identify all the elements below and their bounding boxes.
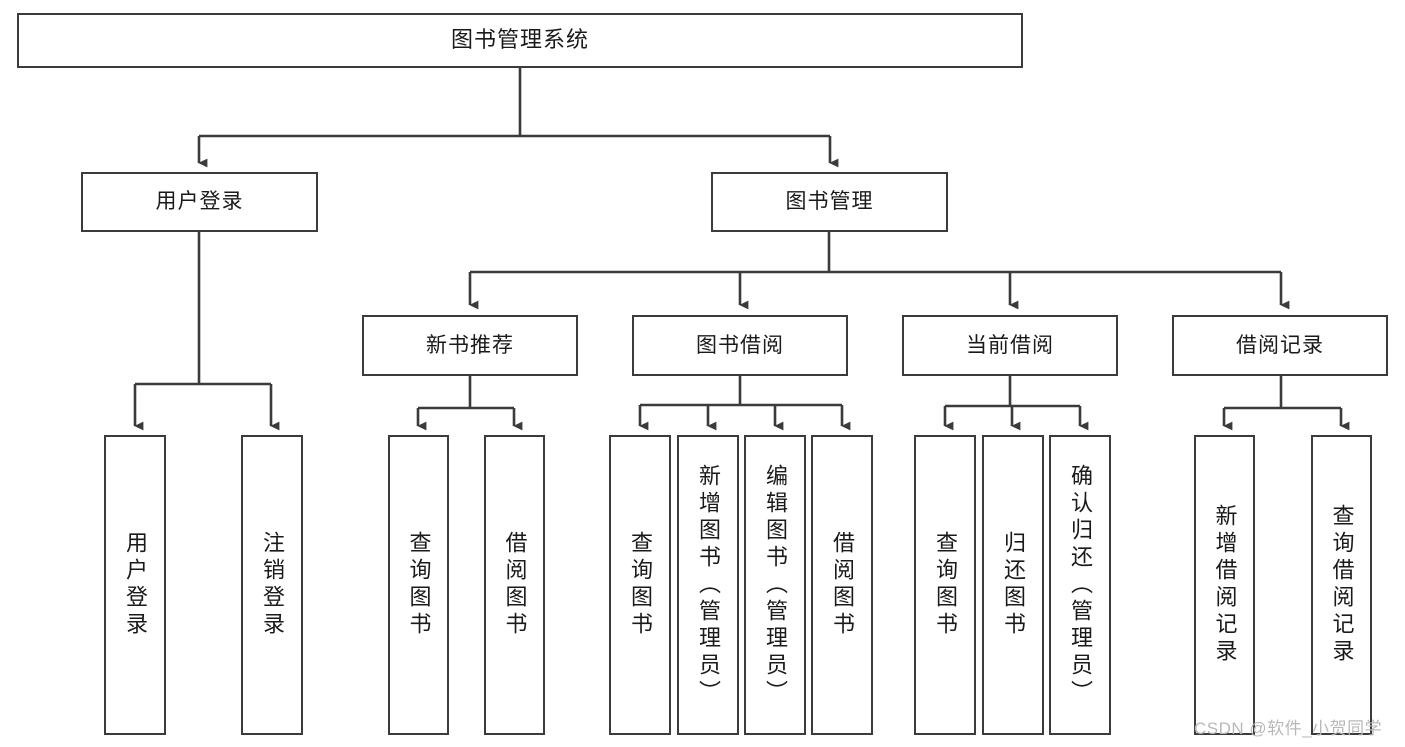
node-book-borrow[interactable]: 图书借阅: [632, 315, 848, 376]
leaf-label: 新增图书（管理员）: [696, 463, 721, 707]
leaf-label: 查询图书: [406, 531, 432, 639]
leaf-label: 用户登录: [123, 531, 148, 639]
node-book-management[interactable]: 图书管理: [711, 172, 948, 232]
node-root[interactable]: 图书管理系统: [17, 13, 1023, 68]
leaf-user-login-0[interactable]: 用户登录: [104, 435, 166, 735]
node-user-login-label: 用户登录: [155, 190, 244, 214]
leaf-user-login-1[interactable]: 注销登录: [241, 435, 303, 735]
leaf-label: 注销登录: [260, 531, 285, 639]
leaf-label: 借阅图书: [830, 531, 855, 639]
leaf-label: 编辑图书（管理员）: [763, 463, 788, 707]
leaf-label: 查询图书: [628, 531, 653, 639]
leaf-new-book-1[interactable]: 借阅图书: [484, 435, 545, 735]
leaf-label: 新增借阅记录: [1212, 504, 1238, 666]
node-user-login[interactable]: 用户登录: [81, 172, 318, 232]
node-root-label: 图书管理系统: [450, 27, 589, 53]
leaf-label: 确认归还（管理员）: [1068, 463, 1093, 707]
node-borrow-record[interactable]: 借阅记录: [1172, 315, 1388, 376]
node-book-borrow-label: 图书借阅: [696, 333, 784, 357]
leaf-current-borrow-2[interactable]: 确认归还（管理员）: [1049, 435, 1111, 735]
node-new-book-recommend-label: 新书推荐: [426, 333, 514, 357]
leaf-label: 借阅图书: [502, 531, 528, 639]
leaf-current-borrow-1[interactable]: 归还图书: [982, 435, 1044, 735]
leaf-book-borrow-0[interactable]: 查询图书: [609, 435, 671, 735]
leaf-label: 查询借阅记录: [1329, 504, 1355, 666]
node-borrow-record-label: 借阅记录: [1236, 333, 1324, 357]
node-new-book-recommend[interactable]: 新书推荐: [362, 315, 578, 376]
leaf-borrow-record-1[interactable]: 查询借阅记录: [1311, 435, 1372, 735]
leaf-current-borrow-0[interactable]: 查询图书: [914, 435, 976, 735]
node-book-management-label: 图书管理: [785, 190, 874, 214]
leaf-book-borrow-1[interactable]: 新增图书（管理员）: [677, 435, 739, 735]
leaf-label: 归还图书: [1001, 531, 1026, 639]
leaf-book-borrow-2[interactable]: 编辑图书（管理员）: [744, 435, 806, 735]
leaf-label: 查询图书: [933, 531, 958, 639]
leaf-new-book-0[interactable]: 查询图书: [388, 435, 449, 735]
leaf-book-borrow-3[interactable]: 借阅图书: [811, 435, 873, 735]
leaf-borrow-record-0[interactable]: 新增借阅记录: [1194, 435, 1255, 735]
node-current-borrow[interactable]: 当前借阅: [902, 315, 1118, 376]
node-current-borrow-label: 当前借阅: [966, 333, 1054, 357]
